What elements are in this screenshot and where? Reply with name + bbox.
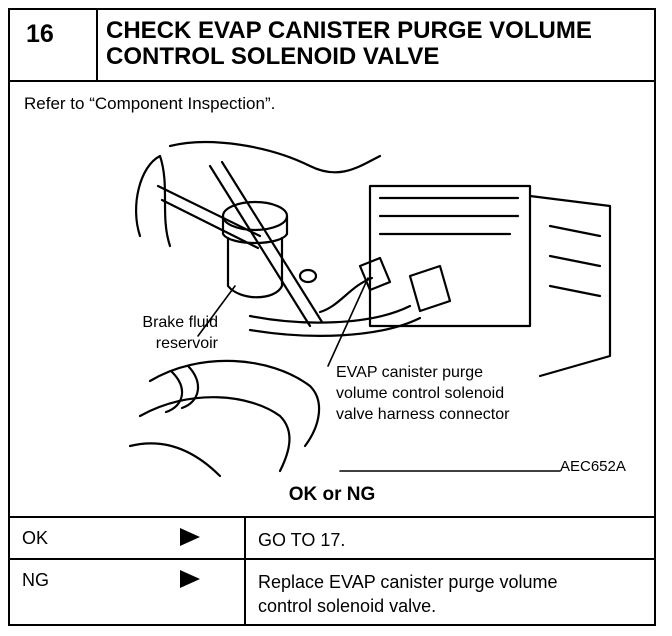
result-action-line-1: Replace EVAP canister purge volume	[258, 572, 558, 592]
column-divider	[244, 518, 246, 558]
result-action: GO TO 17.	[258, 528, 648, 552]
label-brake-line-2: reservoir	[155, 335, 218, 352]
engine-bay-drawing	[128, 141, 612, 478]
label-brake-fluid-reservoir: Brake fluid reservoir	[114, 312, 218, 354]
figure-code: AEC652A	[560, 458, 626, 475]
air-duct-bottom	[138, 396, 291, 473]
engine-outline-top	[168, 141, 382, 174]
engine-block-right	[528, 194, 612, 378]
engine-housing-inner	[378, 196, 520, 236]
result-action: Replace EVAP canister purge volume contr…	[258, 570, 648, 618]
reservoir-nut	[298, 268, 318, 284]
step-number: 16	[10, 10, 98, 80]
lower-pipe	[128, 442, 222, 478]
label-brake-line-1: Brake fluid	[142, 314, 218, 331]
step-header: 16 CHECK EVAP CANISTER PURGE VOLUME CONT…	[10, 10, 654, 82]
engine-bay-illustration: Brake fluid reservoir EVAP canister purg…	[110, 126, 650, 486]
reservoir-cap-side	[221, 214, 289, 244]
result-status: OK	[22, 528, 49, 548]
leader-brake-reservoir	[197, 285, 236, 337]
result-status: NG	[22, 570, 49, 590]
result-action-line-2: control solenoid valve.	[258, 596, 437, 616]
result-table: OK GO TO 17. NG Replace EVAP canister pu…	[10, 516, 654, 626]
engine-detail-lines	[548, 224, 602, 298]
result-row-ng: NG Replace EVAP canister purge volume co…	[10, 560, 654, 626]
step-title: CHECK EVAP CANISTER PURGE VOLUME CONTROL…	[106, 18, 646, 70]
label-evap-line-1: EVAP canister purge	[336, 364, 484, 381]
result-row-ok: OK GO TO 17.	[10, 518, 654, 560]
label-evap-connector: EVAP canister purge volume control solen…	[336, 362, 509, 425]
pipe-upper-left	[156, 184, 262, 250]
label-evap-line-2: volume control solenoid	[336, 385, 505, 402]
arrow-right-icon	[180, 528, 200, 546]
pipe-long	[208, 160, 324, 328]
air-duct-rings	[164, 364, 199, 414]
result-heading: OK or NG	[288, 484, 376, 505]
result-action-line-1: GO TO 17.	[258, 530, 346, 550]
refer-instruction: Refer to “Component Inspection”.	[24, 94, 276, 113]
solenoid-body	[408, 264, 452, 313]
hose-lower	[248, 304, 422, 337]
air-duct-top	[148, 359, 321, 448]
arrow-right-icon	[180, 570, 200, 588]
harness-wire	[318, 276, 374, 314]
engine-housing-right	[368, 184, 532, 328]
step-title-line-1: CHECK EVAP CANISTER PURGE VOLUME	[106, 17, 592, 44]
label-evap-line-3: valve harness connector	[336, 406, 510, 423]
engine-outline-left	[135, 154, 172, 248]
column-divider	[244, 560, 246, 626]
step-title-line-2: CONTROL SOLENOID VALVE	[106, 43, 440, 70]
procedure-sheet: 16 CHECK EVAP CANISTER PURGE VOLUME CONT…	[8, 8, 656, 626]
leader-evap-connector	[327, 277, 369, 367]
reservoir-body	[226, 236, 284, 299]
